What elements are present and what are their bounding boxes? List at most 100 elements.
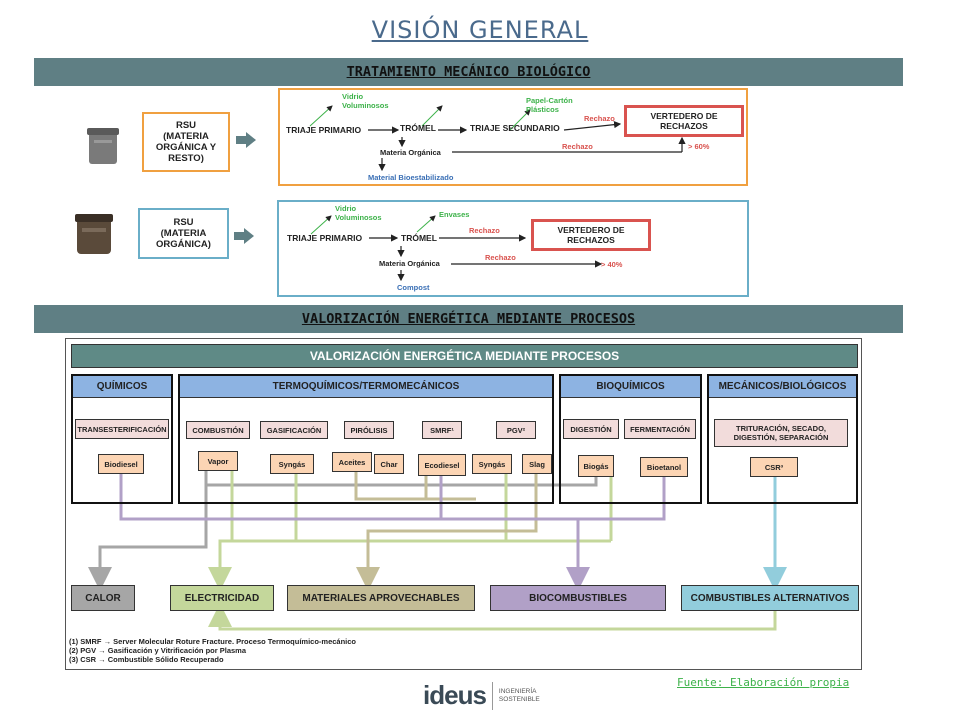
logo-tagline: INGENIERÍA SOSTENIBLE	[499, 688, 540, 704]
product-label: CSR³	[764, 462, 784, 472]
logo-tagline-line: INGENIERÍA	[498, 687, 537, 695]
valorizacion-diagram: VALORIZACIÓN ENERGÉTICA MEDIANTE PROCESO…	[65, 338, 862, 670]
product-box: Char	[374, 454, 404, 474]
category-label-text: MECÁNICOS/BIOLÓGICOS	[718, 381, 847, 392]
output-label: ELECTRICIDAD	[184, 592, 260, 604]
product-box: Bioetanol	[640, 457, 688, 477]
vertedero-label: VERTEDERO DE RECHAZOS	[650, 111, 718, 131]
category-label: QUÍMICOS	[73, 376, 171, 398]
label-vidrio: Vidrio	[335, 204, 357, 213]
process-box: COMBUSTIÓN	[186, 421, 250, 439]
rsu-input-label-1: RSU (MATERIA ORGÁNICA Y RESTO)	[155, 120, 217, 164]
footnote: (2) PGV → Gasificación y Vitrificación p…	[69, 646, 247, 655]
label-materia-organica: Materia Orgánica	[380, 148, 441, 157]
category-mecanicos	[707, 374, 858, 504]
output-electricidad: ELECTRICIDAD	[170, 585, 274, 611]
process-label: FERMENTACIÓN	[630, 424, 690, 434]
label-tromel: TRÓMEL	[401, 233, 437, 243]
footnotes: (1) SMRF → Server Molecular Roture Fract…	[69, 637, 356, 664]
vertedero-label: VERTEDERO DE RECHAZOS	[557, 225, 625, 245]
product-box: Syngás	[270, 454, 314, 474]
output-alternativos: COMBUSTIBLES ALTERNATIVOS	[681, 585, 859, 611]
category-label-text: BIOQUÍMICOS	[596, 381, 665, 392]
process-box: FERMENTACIÓN	[624, 419, 696, 439]
product-box: Vapor	[198, 451, 238, 471]
process-label: PGV²	[506, 425, 526, 435]
diagram-header: VALORIZACIÓN ENERGÉTICA MEDIANTE PROCESO…	[71, 344, 858, 368]
process-label: SMRF¹	[430, 425, 454, 435]
output-biocombustibles: BIOCOMBUSTIBLES	[490, 585, 666, 611]
rsu-input-box-1: RSU (MATERIA ORGÁNICA Y RESTO)	[142, 112, 230, 172]
process-label: TRITURACIÓN, SECADO, DIGESTIÓN, SEPARACI…	[733, 424, 829, 442]
logo-wordmark: ideus	[423, 680, 487, 710]
arrow-right-icon	[234, 228, 254, 248]
label-papel-carton: Papel-Cartón	[526, 96, 573, 105]
label-voluminosos: Voluminosos	[342, 101, 389, 110]
process-box: TRITURACIÓN, SECADO, DIGESTIÓN, SEPARACI…	[714, 419, 848, 447]
category-termoquimicos	[178, 374, 554, 504]
label-percentage: > 40%	[601, 260, 623, 269]
product-box: Syngás	[472, 454, 512, 474]
product-label: Syngás	[278, 459, 306, 469]
label-plasticos: Plásticos	[526, 105, 559, 114]
product-label: Biogás	[583, 461, 609, 471]
process-label: GASIFICACIÓN	[266, 425, 322, 435]
label-rechazo: Rechazo	[562, 142, 593, 151]
label-output: Material Bioestabilizado	[368, 173, 454, 182]
label-voluminosos: Voluminosos	[335, 213, 382, 222]
output-materiales: MATERIALES APROVECHABLES	[287, 585, 475, 611]
label-materia-organica: Materia Orgánica	[379, 259, 440, 268]
label-vidrio: Vidrio	[342, 92, 364, 101]
label-envases: Envases	[439, 210, 470, 219]
source-link[interactable]: Fuente: Elaboración propia	[677, 676, 850, 689]
label-triaje-primario: TRIAJE PRIMARIO	[287, 233, 363, 243]
process-label: DIGESTIÓN	[570, 424, 612, 434]
logo-tagline-line: SOSTENIBLE	[498, 695, 540, 703]
process-flow-2: Vidrio Voluminosos TRIAJE PRIMARIO TRÓME…	[277, 200, 749, 297]
label-tromel: TRÓMEL	[400, 123, 436, 133]
product-box: Aceites	[332, 452, 372, 472]
label-percentage: > 60%	[688, 142, 710, 151]
vertedero-box-2: VERTEDERO DE RECHAZOS	[531, 219, 651, 251]
category-label: TERMOQUÍMICOS/TERMOMECÁNICOS	[180, 376, 552, 398]
category-bioquimicos	[559, 374, 702, 504]
process-box: DIGESTIÓN	[563, 419, 619, 439]
product-label: Aceites	[338, 457, 366, 467]
product-box: CSR³	[750, 457, 798, 477]
process-box: SMRF¹	[422, 421, 462, 439]
process-box: GASIFICACIÓN	[260, 421, 328, 439]
process-box: PGV²	[496, 421, 536, 439]
diagram-header-label: VALORIZACIÓN ENERGÉTICA MEDIANTE PROCESO…	[309, 349, 620, 363]
label-rechazo: Rechazo	[469, 226, 500, 235]
category-quimicos	[71, 374, 173, 504]
section-header-tmb: TRATAMIENTO MECÁNICO BIOLÓGICO	[34, 58, 903, 86]
category-label: BIOQUÍMICOS	[561, 376, 700, 398]
output-label: BIOCOMBUSTIBLES	[529, 592, 627, 604]
process-label: COMBUSTIÓN	[192, 425, 244, 435]
vertedero-box-1: VERTEDERO DE RECHAZOS	[624, 105, 744, 137]
category-label: MECÁNICOS/BIOLÓGICOS	[709, 376, 856, 398]
label-output: Compost	[397, 283, 430, 292]
process-box: TRANSESTERIFICACIÓN	[75, 419, 169, 439]
category-label-text: TERMOQUÍMICOS/TERMOMECÁNICOS	[272, 381, 460, 392]
product-box: Slag	[522, 454, 552, 474]
output-label: MATERIALES APROVECHABLES	[302, 592, 460, 604]
process-label: TRANSESTERIFICACIÓN	[77, 424, 167, 434]
process-box: PIRÓLISIS	[344, 421, 394, 439]
rsu-input-box-2: RSU (MATERIA ORGÁNICA)	[138, 208, 229, 259]
page-title: VISIÓN GENERAL	[371, 16, 589, 44]
section-header-valorizacion: VALORIZACIÓN ENERGÉTICA MEDIANTE PROCESO…	[34, 305, 903, 333]
product-label: Slag	[529, 459, 545, 469]
output-label: COMBUSTIBLES ALTERNATIVOS	[690, 592, 850, 604]
waste-bin-icon	[74, 212, 114, 256]
output-label: CALOR	[85, 592, 121, 604]
footnote: (1) SMRF → Server Molecular Roture Fract…	[69, 637, 357, 646]
output-calor: CALOR	[71, 585, 135, 611]
label-rechazo: Rechazo	[485, 253, 516, 262]
product-label: Bioetanol	[646, 462, 682, 472]
product-label: Syngás	[478, 459, 506, 469]
category-label-text: QUÍMICOS	[96, 381, 148, 392]
logo-divider	[491, 681, 493, 710]
product-box: Biogás	[578, 455, 614, 477]
product-box: Ecodiesel	[418, 454, 466, 476]
